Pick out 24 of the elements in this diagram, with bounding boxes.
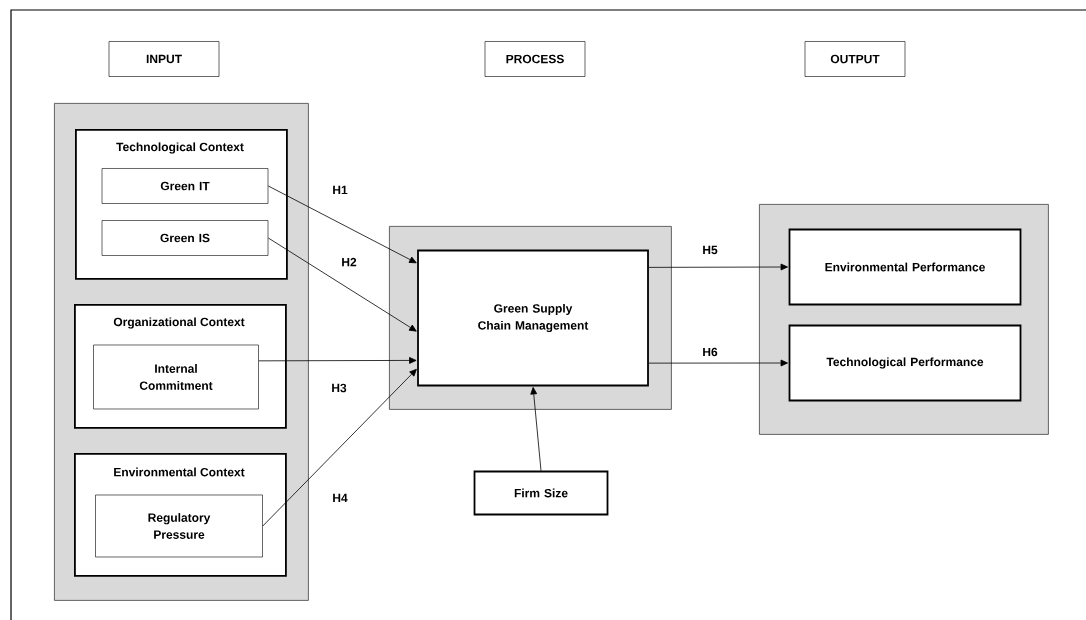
edge-label: H3: [330, 382, 348, 394]
stage-box: OUTPUT: [804, 41, 906, 77]
variable-box: Internal Commitment: [93, 344, 259, 410]
edge-label: H6: [701, 346, 719, 358]
arrow: [530, 387, 542, 471]
variable-box: Green IT: [101, 168, 269, 204]
construct-box: Firm Size: [473, 470, 609, 516]
construct-box: Technological Performance: [788, 324, 1022, 402]
edge-label: H2: [340, 256, 358, 268]
construct-box: Green Supply Chain Management: [417, 249, 649, 387]
arrow: [648, 263, 788, 271]
arrow: [267, 237, 417, 332]
edge-label: H1: [331, 184, 349, 196]
edge-label: H4: [331, 492, 349, 504]
variable-box: Green IS: [101, 220, 269, 256]
stage-box: PROCESS: [484, 41, 586, 77]
arrow: [258, 357, 417, 364]
arrow: [648, 359, 788, 367]
arrow: [262, 368, 417, 527]
variable-box: Regulatory Pressure: [95, 494, 263, 558]
edge-label: H5: [701, 244, 719, 256]
arrow: [267, 185, 417, 264]
stage-box: INPUT: [108, 41, 220, 77]
construct-box: Environmental Performance: [788, 228, 1022, 306]
